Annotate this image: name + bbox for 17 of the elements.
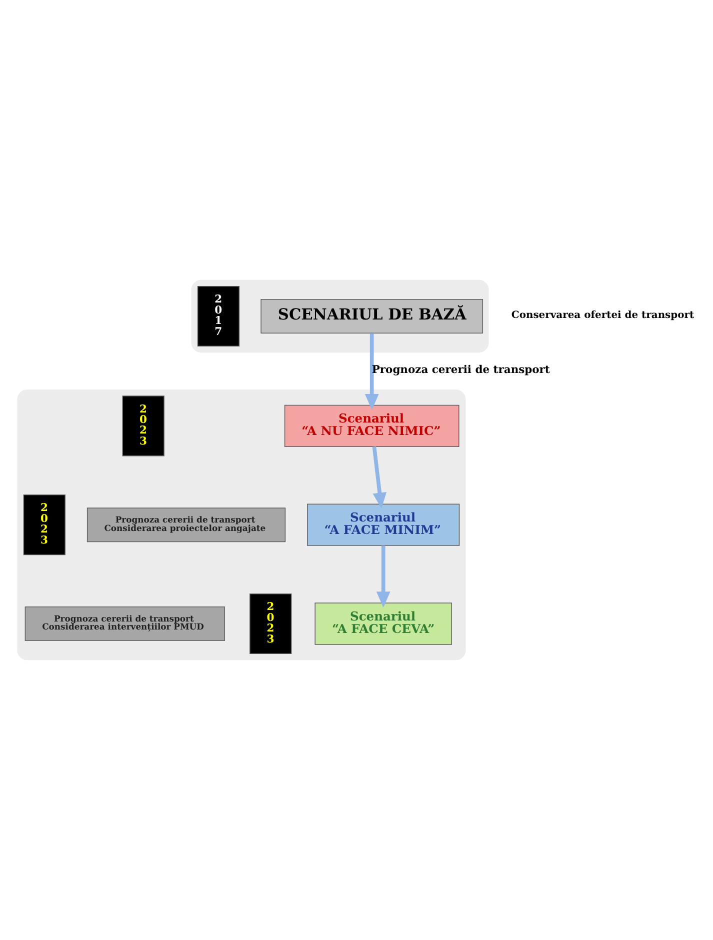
arrow xyxy=(376,546,390,608)
node-box: 2 0 2 3 xyxy=(23,494,66,556)
arrow xyxy=(372,446,387,509)
node-box: Scenariul “A NU FACE NIMIC” xyxy=(284,404,460,447)
arrow xyxy=(364,333,379,410)
node-box: Prognoza cererii de transport Considerarea proiectelor angajate xyxy=(86,508,286,542)
cluster xyxy=(191,280,489,353)
edge-label: Prognoza cererii de transport xyxy=(372,363,550,376)
node-box: Scenariul “A FACE CEVA” xyxy=(314,602,452,645)
node-box: 2 0 1 7 xyxy=(197,286,240,347)
node-box: SCENARIUL DE BAZĂ xyxy=(260,299,484,334)
node-box: Scenariul “A FACE MINIM” xyxy=(307,504,460,546)
cluster xyxy=(17,389,466,660)
node-box: 2 0 2 3 xyxy=(250,593,292,654)
node-box: Prognoza cererii de transport Considerarea intervențiilor PMUD xyxy=(24,606,225,641)
label: Conservarea ofertei de transport xyxy=(511,310,694,322)
node-box: 2 0 2 3 xyxy=(122,396,164,456)
